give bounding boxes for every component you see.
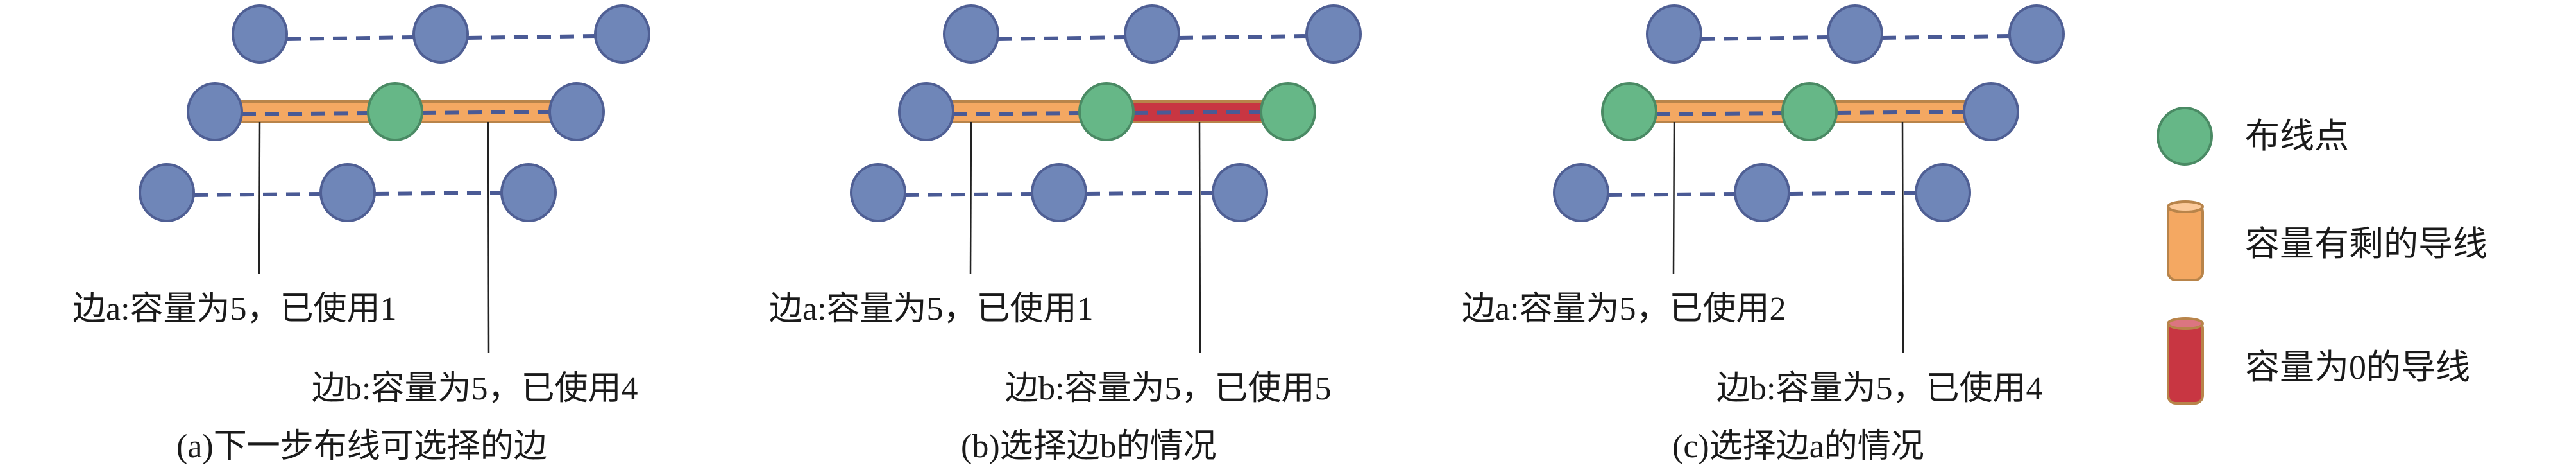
grid-edge-dashed [904,192,1033,197]
grid-edge-dashed [1607,192,1736,197]
edge-a-leader [258,121,261,274]
grid-node [1963,82,2019,141]
edge-b-leader [487,121,490,353]
grid-node [943,4,999,64]
panel-c: 边a:容量为5，已使用2 边b:容量为5，已使用4 (c)选择边a的情况 [1462,4,2065,465]
panel-caption: (a)下一步布线可选择的边 [176,428,547,465]
grid-edge-dashed [193,192,321,197]
legend-routing-point-icon [2157,107,2213,166]
edge-b-label: 边b:容量为5，已使用4 [312,370,638,407]
routing-point-node [1601,82,1657,141]
grid-edge-dashed [1178,34,1307,40]
grid-edge-dashed [467,34,596,40]
legend-wire-zero-icon [2167,317,2204,405]
grid-edge-dashed [1656,111,1783,116]
grid-node [187,82,243,141]
grid-node [139,163,195,222]
grid-node [1031,163,1087,222]
legend-wire-remaining-label: 容量有剩的导线 [2245,225,2487,263]
grid-node [232,4,288,64]
legend: 布线点 容量有剩的导线 容量为0的导线 [2157,107,2487,405]
edge-b-label: 边b:容量为5，已使用5 [1005,370,1331,407]
grid-node [1734,163,1790,222]
grid-edge-dashed [1788,191,1917,196]
grid-node [319,163,376,222]
grid-node [2008,4,2065,64]
grid-edge-dashed [1881,34,2010,40]
edge-b-leader [1901,121,1904,353]
routing-point-node [1078,82,1135,141]
edge-b-label: 边b:容量为5，已使用4 [1716,370,2042,407]
grid-node [898,82,954,141]
grid-edge-dashed [374,191,502,196]
edge-b-leader [1198,121,1201,353]
grid-edge-dashed [286,35,414,41]
routing-point-node [367,82,423,141]
panel-b: 边a:容量为5，已使用1 边b:容量为5，已使用5 (b)选择边b的情况 [769,4,1362,465]
grid-node [1553,163,1609,222]
grid-edge-dashed [421,110,550,115]
routing-point-node [1260,82,1316,141]
grid-node [500,163,557,222]
panel-a: 边a:容量为5，已使用1 边b:容量为5，已使用4 (a)下一步布线可选择的边 [72,4,650,465]
grid-node [1915,163,1971,222]
grid-node [1305,4,1362,64]
legend-wire-zero-label: 容量为0的导线 [2245,348,2470,387]
edge-a-label: 边a:容量为5，已使用2 [1462,291,1786,327]
edge-a-label: 边a:容量为5，已使用1 [72,291,397,327]
grid-node [1124,4,1180,64]
grid-edge-dashed [1085,191,1214,196]
grid-edge-dashed [1700,35,1829,41]
grid-node [1646,4,1702,64]
routing-point-node [1781,82,1838,141]
grid-node [1212,163,1268,222]
grid-edge-dashed [1836,110,1965,115]
grid-edge-dashed [1133,110,1262,115]
panel-caption: (c)选择边a的情况 [1672,428,1924,465]
grid-node [412,4,469,64]
panel-caption: (b)选择边b的情况 [961,428,1217,465]
grid-node [548,82,605,141]
grid-edge-dashed [241,111,369,116]
edge-a-leader [969,121,972,274]
legend-wire-remaining-icon [2167,200,2204,281]
grid-node [850,163,906,222]
grid-edge-dashed [997,35,1126,41]
legend-routing-point-label: 布线点 [2245,117,2349,155]
grid-edge-dashed [953,111,1080,116]
grid-node [1827,4,1883,64]
edge-a-label: 边a:容量为5，已使用1 [769,291,1094,327]
grid-node [594,4,650,64]
